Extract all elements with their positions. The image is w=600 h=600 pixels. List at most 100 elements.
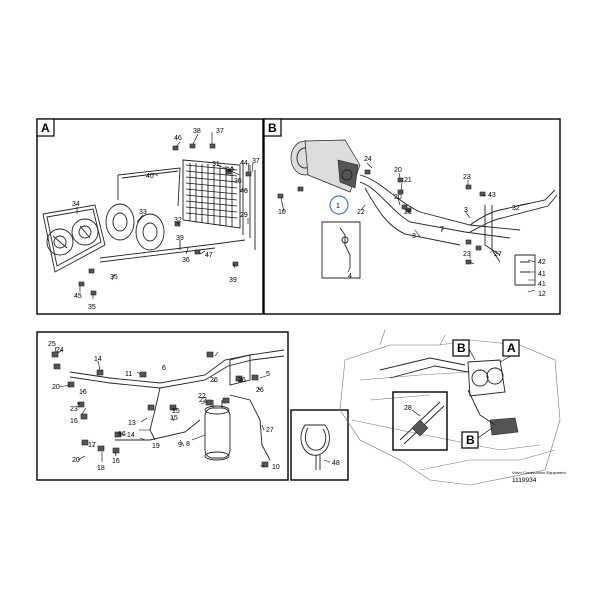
fan-33 <box>105 203 165 251</box>
label-23b: 23 <box>463 251 471 258</box>
label-45: 45 <box>74 293 82 300</box>
label-33: 33 <box>139 209 147 216</box>
footer-doc-number: 1119934 <box>512 477 537 484</box>
label-23c: 23 <box>70 406 78 413</box>
overview-tag-b1: B <box>457 341 466 355</box>
hose-5 <box>469 194 558 233</box>
label-32b: 32 <box>512 205 520 212</box>
label-41: 41 <box>538 271 546 278</box>
inset-4-fitting <box>339 227 351 268</box>
label-22: 22 <box>357 209 365 216</box>
hose-3 <box>364 187 461 246</box>
label-27: 27 <box>494 251 502 258</box>
overview-tag-a: A <box>507 341 516 355</box>
hose-branch <box>149 387 161 441</box>
label-25: 25 <box>48 341 56 348</box>
label-24c: 24 <box>56 347 64 354</box>
label-9: 9 <box>178 442 182 449</box>
label-46: 46 <box>174 135 182 142</box>
panel-b: B <box>263 118 561 315</box>
label-28: 28 <box>404 405 412 412</box>
hose-6 <box>484 205 501 263</box>
label-1: 1 <box>336 203 340 210</box>
strap-48-tail <box>315 455 321 470</box>
label-15: 15 <box>170 415 178 422</box>
overview-radiator <box>467 359 506 397</box>
label-42: 42 <box>538 259 546 266</box>
hose-2 <box>359 181 511 239</box>
bottom-rail <box>99 239 246 263</box>
label-6: 6 <box>162 365 166 372</box>
hose-4 <box>469 189 556 226</box>
clamp-42 <box>514 254 536 286</box>
label-36b: 36 <box>182 257 190 264</box>
label-16c: 16 <box>112 458 120 465</box>
label-35b: 35 <box>88 304 96 311</box>
label-11: 11 <box>125 371 132 378</box>
label-13: 13 <box>128 420 136 427</box>
label-38: 38 <box>193 128 201 135</box>
label-35: 35 <box>110 274 118 281</box>
label-29: 29 <box>240 212 248 219</box>
bolts-b <box>277 169 486 265</box>
overview-compressor <box>489 417 519 436</box>
panel-overview: 28 B A B Volvo Construction Equipment 11… <box>339 329 566 486</box>
panel-c-frame <box>36 331 289 481</box>
label-30: 30 <box>226 167 234 174</box>
label-37b: 37 <box>252 158 260 165</box>
bracket-5 <box>229 354 251 386</box>
hose-1 <box>359 174 521 231</box>
label-39: 39 <box>176 235 184 242</box>
overview-tag-b2-box <box>461 431 479 449</box>
inset-4-oring <box>341 236 349 244</box>
panel-a: A <box>36 118 264 315</box>
label-10c: 10 <box>272 464 280 471</box>
label-20: 20 <box>394 167 402 174</box>
bracket-40 <box>117 167 181 207</box>
label-41b: 41 <box>538 281 546 288</box>
panel-detail-48: 48 <box>290 409 349 481</box>
label-32: 32 <box>174 217 182 224</box>
label-23: 23 <box>463 174 471 181</box>
panel-a-tag-box <box>36 118 55 137</box>
label-14c: 14 <box>127 432 135 439</box>
label-16b: 16 <box>70 418 78 425</box>
label-4: 4 <box>348 273 352 280</box>
callout-1-circle <box>329 195 349 215</box>
panel-b-frame <box>263 118 561 315</box>
compressor <box>290 139 361 193</box>
overview-hoses <box>379 357 496 426</box>
footer-company: Volvo Construction Equipment <box>512 470 566 475</box>
label-22c: 22 <box>199 397 207 404</box>
label-36: 36 <box>234 178 242 185</box>
receiver-drier <box>204 400 231 461</box>
bolts-a <box>78 143 252 296</box>
hose-right <box>229 394 271 461</box>
label-15b: 15 <box>172 408 180 415</box>
label-37: 37 <box>216 128 224 135</box>
panel-a-tag: A <box>41 121 50 135</box>
label-12: 12 <box>538 291 546 298</box>
label-8: 8 <box>186 441 190 448</box>
label-43: 43 <box>488 192 496 199</box>
label-39b: 39 <box>229 277 237 284</box>
condenser <box>182 159 241 229</box>
label-31: 31 <box>212 161 220 168</box>
label-44: 44 <box>240 160 248 167</box>
label-46b: 46 <box>240 188 248 195</box>
hose-lower <box>115 419 201 441</box>
inset-28-frame <box>392 391 448 451</box>
label-22d: 22 <box>198 393 206 400</box>
side-pipes <box>242 160 256 250</box>
label-48: 48 <box>332 460 340 467</box>
label-16d: 16 <box>118 431 126 438</box>
label-21b: 21 <box>404 209 412 216</box>
inset-4-frame <box>321 221 361 279</box>
label-5: 5 <box>266 371 270 378</box>
overview-tag-b1-box <box>452 339 470 357</box>
panel-b-tag-box <box>263 118 282 137</box>
label-21: 21 <box>404 177 412 184</box>
panel-a-frame <box>36 118 264 315</box>
panel-b-tag: B <box>268 121 277 135</box>
strap-48 <box>300 424 330 456</box>
